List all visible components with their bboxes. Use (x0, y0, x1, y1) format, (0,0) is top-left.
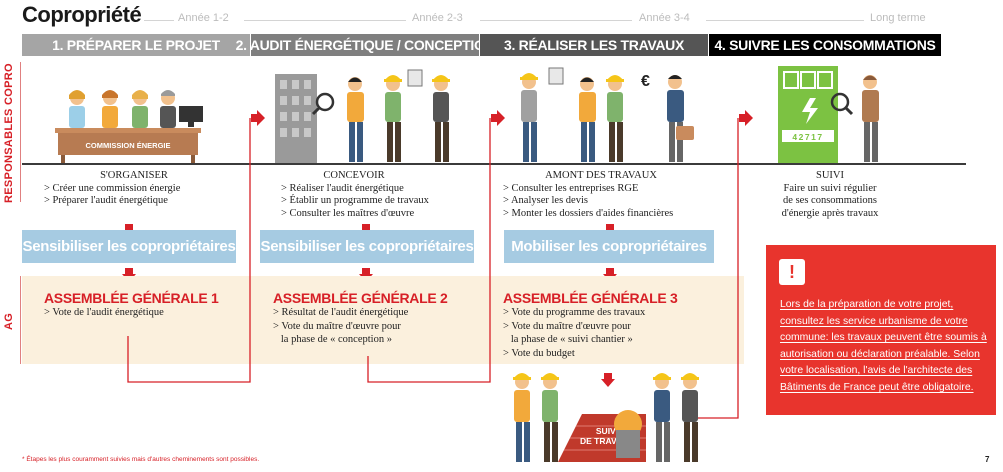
timeline-line (706, 20, 864, 21)
ag-item: la phase de « suivi chantier » (503, 334, 633, 345)
timeline-line (144, 20, 174, 21)
meter-reading: 42717 (792, 132, 823, 142)
stage-item: > Préparer l'audit énergétique (44, 195, 168, 206)
urbanism-notice: ! Lors de la préparation de votre projet… (766, 245, 996, 415)
phase-3-bar: 3. RÉALISER LES TRAVAUX (480, 34, 708, 56)
stage-head: CONCEVOIR (323, 170, 385, 181)
year-label-4: Long terme (870, 12, 926, 24)
commission-label: COMMISSION ÉNERGIE (85, 141, 170, 150)
arrow-right-icon (251, 110, 265, 126)
arrow-right-icon (739, 110, 753, 126)
side-divider (20, 62, 21, 202)
suivi-illustration: 42717 (778, 66, 879, 164)
side-divider (20, 276, 21, 364)
year-label-2: Année 2-3 (412, 12, 463, 24)
stage-head: AMONT DES TRAVAUX (545, 170, 657, 181)
commission-illustration: COMMISSION ÉNERGIE (55, 90, 203, 164)
stage-item: > Réaliser l'audit énergétique (281, 182, 404, 194)
stage-item: > Monter les dossiers d'aides financière… (503, 207, 674, 219)
phase-2-bar: 2. AUDIT ÉNERGÉTIQUE / CONCEPTION (236, 34, 495, 56)
ag-2-title: ASSEMBLÉE GÉNÉRALE 2 (273, 290, 448, 306)
timeline-line (480, 20, 632, 21)
ag-item: > Vote du maître d'œuvre pour (273, 321, 401, 332)
warning-icon: ! (779, 259, 805, 285)
footnote: * Étapes les plus couramment suivies mai… (22, 456, 260, 463)
arrow-down-icon (359, 268, 373, 282)
phase-4-bar: 4. SUIVRE LES CONSOMMATIONS (709, 34, 941, 56)
ag-1-title: ASSEMBLÉE GÉNÉRALE 1 (44, 290, 219, 306)
ag-item: > Vote du budget (503, 348, 575, 359)
arrow-right-icon (491, 110, 505, 126)
stage-item: > Créer une commission énergie (44, 182, 181, 194)
ag-item: > Résultat de l'audit énergétique (273, 307, 409, 318)
arrow-down-icon (601, 373, 615, 387)
ag-area (22, 276, 744, 364)
ag-item: > Vote du programme des travaux (503, 307, 646, 318)
band-mobiliser: Mobiliser les copropriétaires (504, 230, 714, 263)
timeline-baseline (22, 163, 966, 165)
stage-item: > Établir un programme de travaux (281, 195, 429, 206)
stage-amont: AMONT DES TRAVAUX > Consulter les entrep… (503, 170, 723, 220)
stage-item: > Consulter les entreprises RGE (503, 182, 639, 194)
ag-item: la phase de « conception » (273, 334, 392, 345)
stage-suivi: SUIVI Faire un suivi régulier de ses con… (760, 170, 900, 220)
works-illustration: € (520, 67, 694, 162)
stage-item: de ses consommations (783, 195, 877, 206)
stage-item: d'énergie après travaux (781, 207, 879, 219)
stage-head: SUIVI (816, 170, 844, 181)
band-sensibiliser-1: Sensibiliser les copropriétaires (22, 230, 236, 263)
timeline-line (244, 20, 406, 21)
audit-illustration (275, 69, 450, 164)
stage-item: Faire un suivi régulier (783, 182, 877, 194)
year-label-3: Année 3-4 (639, 12, 690, 24)
arrow-down-icon (122, 268, 136, 282)
notice-text: Lors de la préparation de votre projet, … (780, 299, 987, 393)
phase-1-bar: 1. PRÉPARER LE PROJET (22, 34, 250, 56)
stage-item: > Consulter les maîtres d'œuvre (281, 207, 415, 219)
stage-concevoir: CONCEVOIR > Réaliser l'audit énergétique… (281, 170, 477, 220)
stage-organiser: S'ORGANISER > Créer une commission énerg… (44, 170, 224, 208)
stage-item: > Analyser les devis (503, 195, 588, 206)
band-sensibiliser-2: Sensibiliser les copropriétaires (260, 230, 474, 263)
page-title: Copropriété (22, 2, 142, 27)
stage-head: S'ORGANISER (100, 170, 168, 181)
ag-3-title: ASSEMBLÉE GÉNÉRALE 3 (503, 290, 678, 306)
arrow-down-icon (603, 268, 617, 282)
ag-item: > Vote de l'audit énergétique (44, 307, 164, 318)
page-number: 7 (985, 455, 990, 464)
euro-sign: € (641, 73, 650, 90)
year-label-1: Année 1-2 (178, 12, 229, 24)
ag-item: > Vote du maître d'œuvre pour (503, 321, 631, 332)
